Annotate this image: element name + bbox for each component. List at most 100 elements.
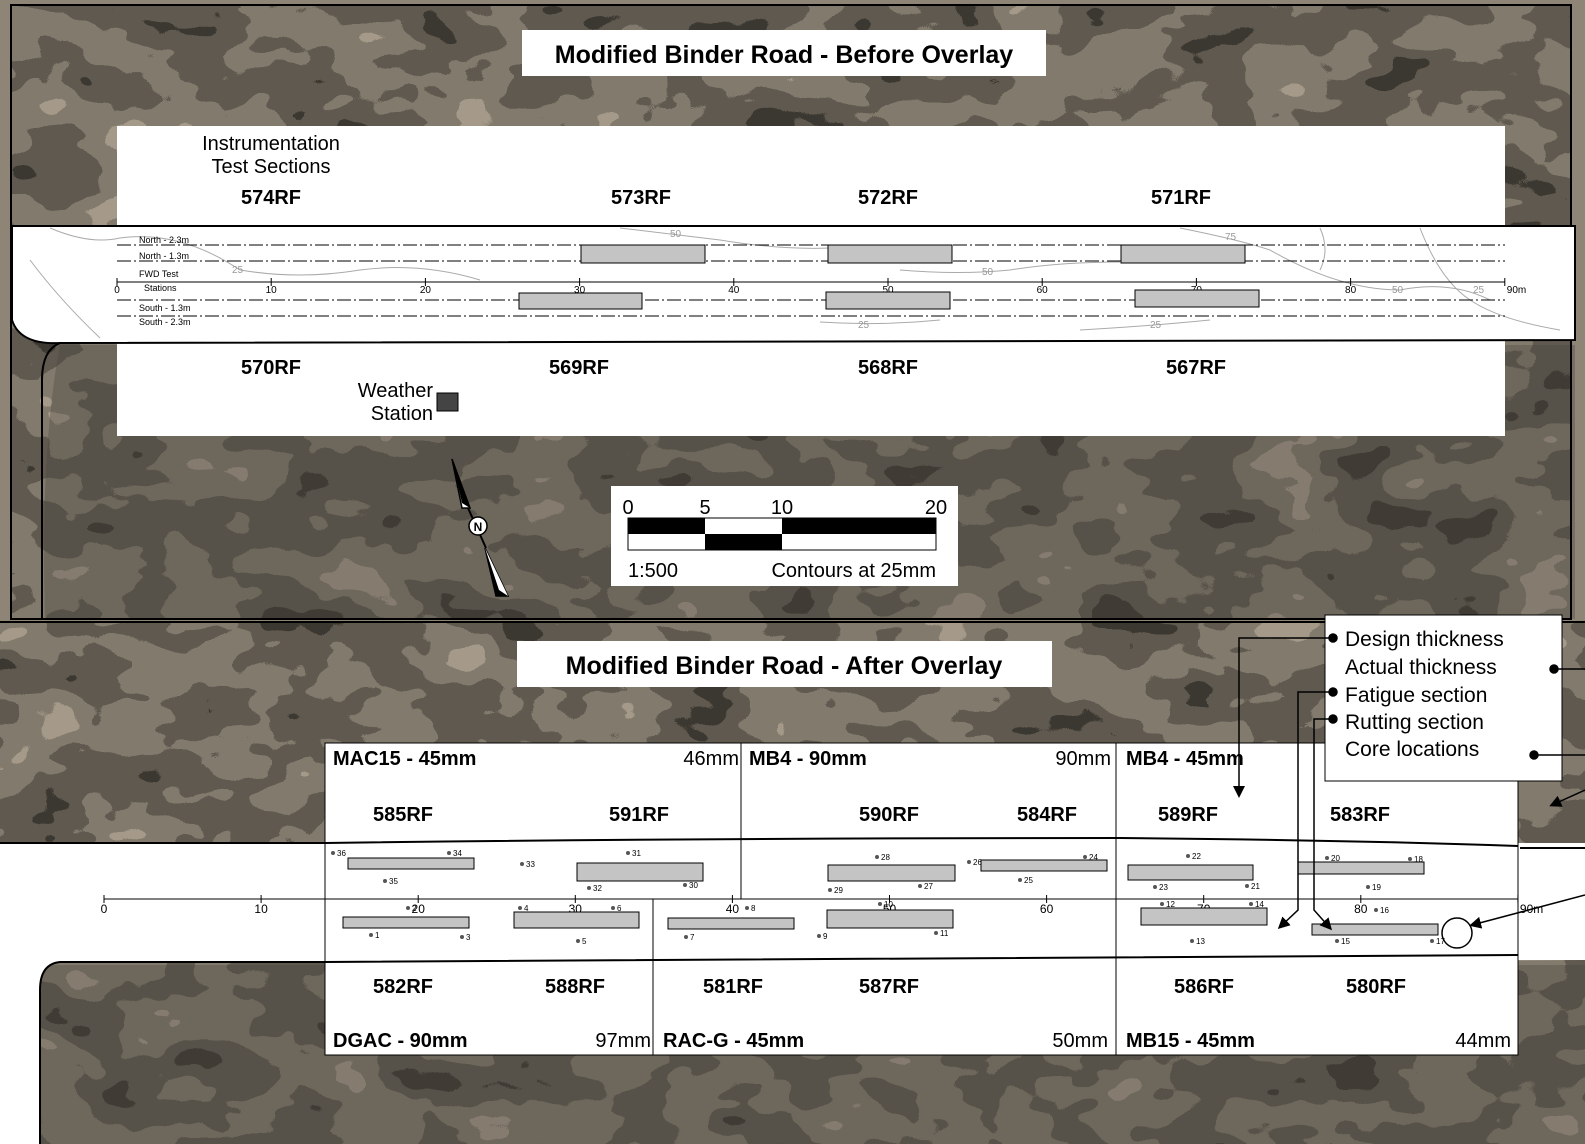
core-location-dot — [518, 906, 522, 910]
core-number: 30 — [689, 881, 698, 890]
core-location-dot — [878, 902, 882, 906]
core-location-dot — [460, 935, 464, 939]
core-location-dot — [1186, 854, 1190, 858]
core-location-dot — [383, 879, 387, 883]
core-location-dot — [1083, 855, 1087, 859]
legend-item-design-thickness: Design thickness — [1345, 628, 1504, 651]
actual-thickness-label: 46mm — [683, 748, 739, 770]
legend-item-core-locations: Core locations — [1345, 738, 1479, 761]
station-label: 20 — [420, 285, 432, 296]
instrumentation-label: Instrumentation — [202, 133, 340, 155]
section-label: 569RF — [549, 357, 609, 379]
section-label: 589RF — [1158, 804, 1218, 826]
top-road — [11, 225, 1576, 345]
test-section — [513, 911, 640, 929]
lane-label: Stations — [144, 283, 177, 293]
section-label: 584RF — [1017, 804, 1077, 826]
core-location-dot — [331, 851, 335, 855]
design-thickness-label: DGAC - 90mm — [333, 1030, 467, 1052]
core-number: 8 — [751, 904, 756, 913]
core-number: 25 — [1024, 876, 1033, 885]
section-label: 591RF — [609, 804, 669, 826]
core-number: 6 — [617, 904, 622, 913]
station-label: 90m — [1507, 285, 1526, 296]
top-title: Modified Binder Road - Before Overlay — [555, 41, 1014, 69]
core-location-dot — [1430, 939, 1434, 943]
station-label: 30 — [574, 285, 586, 296]
core-location-dot — [934, 931, 938, 935]
contour-label: 50 — [1392, 285, 1404, 296]
station-label: 20 — [412, 902, 426, 916]
core-location-dot — [1160, 902, 1164, 906]
contour-label: 25 — [1473, 285, 1485, 296]
core-location-dot — [1335, 939, 1339, 943]
core-location-dot — [576, 939, 580, 943]
scale-tick-label: 20 — [925, 497, 947, 519]
scale-ratio: 1:500 — [628, 560, 678, 582]
lane-label: South - 1.3m — [139, 303, 191, 313]
section-label: 587RF — [859, 976, 919, 998]
core-number: 3 — [466, 933, 471, 942]
test-section — [576, 862, 704, 882]
core-location-dot — [1190, 939, 1194, 943]
section-label: 590RF — [859, 804, 919, 826]
north-segments: MAC15 - 45mm 46mm MB4 - 90mm 90mm MB4 - … — [333, 748, 1244, 770]
station-label: 0 — [101, 902, 108, 916]
core-location-dot — [369, 933, 373, 937]
test-section — [826, 909, 954, 929]
core-number: 29 — [834, 886, 843, 895]
section-label: 567RF — [1166, 357, 1226, 379]
test-section-567 — [1134, 289, 1260, 308]
north-section-labels: 585RF 591RF 590RF 584RF 589RF 583RF — [373, 804, 1390, 826]
core-location-dot — [626, 851, 630, 855]
core-location-dot — [1366, 885, 1370, 889]
top-title-box — [522, 30, 1046, 76]
top-lane-labels: North - 2.3m North - 1.3m FWD Test Stati… — [139, 235, 191, 327]
core-number: 12 — [1166, 900, 1175, 909]
section-label: 571RF — [1151, 187, 1211, 209]
station-label: 80 — [1345, 285, 1357, 296]
test-section-571 — [1120, 244, 1246, 264]
section-label: 580RF — [1346, 976, 1406, 998]
core-location-dot — [1153, 885, 1157, 889]
south-segments: DGAC - 90mm 97mm RAC-G - 45mm 50mm MB15 … — [333, 1030, 1511, 1052]
core-location-dot — [1408, 857, 1412, 861]
core-number: 13 — [1196, 937, 1205, 946]
core-number: 5 — [582, 937, 587, 946]
contour-label: 25 — [858, 320, 870, 331]
test-section-569 — [518, 292, 643, 310]
core-location-dot — [967, 860, 971, 864]
contour-label: 25 — [232, 265, 244, 276]
core-number: 26 — [973, 858, 982, 867]
core-number: 1 — [375, 931, 380, 940]
core-location-dot — [1249, 902, 1253, 906]
core-number: 36 — [337, 849, 346, 858]
top-lane-lines — [117, 244, 1505, 317]
core-location-dot — [875, 855, 879, 859]
core-number: 28 — [881, 853, 890, 862]
south-section-labels: 582RF 588RF 581RF 587RF 586RF 580RF — [373, 976, 1406, 998]
bottom-road-inner-edges — [324, 836, 1519, 963]
scale-tick-label: 10 — [771, 497, 793, 519]
section-label: 572RF — [858, 187, 918, 209]
bottom-title: Modified Binder Road - After Overlay — [566, 652, 1003, 680]
lane-label: North - 2.3m — [139, 235, 189, 245]
core-location-dot — [611, 906, 615, 910]
legend-item-actual-thickness: Actual thickness — [1345, 656, 1497, 679]
core-location-dot — [684, 935, 688, 939]
core-number: 10 — [884, 900, 893, 909]
test-section-568 — [825, 291, 951, 310]
scale-tick-label: 0 — [622, 497, 633, 519]
core-location-dot — [918, 884, 922, 888]
lane-label: South - 2.3m — [139, 317, 191, 327]
core-location-dot — [683, 883, 687, 887]
test-section-572 — [827, 244, 953, 264]
top-road-edge-lower — [41, 342, 61, 619]
legend: Design thickness Actual thickness Fatigu… — [1233, 614, 1585, 931]
contour-label: 75 — [1225, 232, 1237, 243]
test-section — [347, 857, 475, 870]
core-number: 18 — [1414, 855, 1423, 864]
actual-thickness-label: 50mm — [1052, 1030, 1108, 1052]
core-number: 7 — [690, 933, 695, 942]
test-section — [1311, 923, 1439, 936]
